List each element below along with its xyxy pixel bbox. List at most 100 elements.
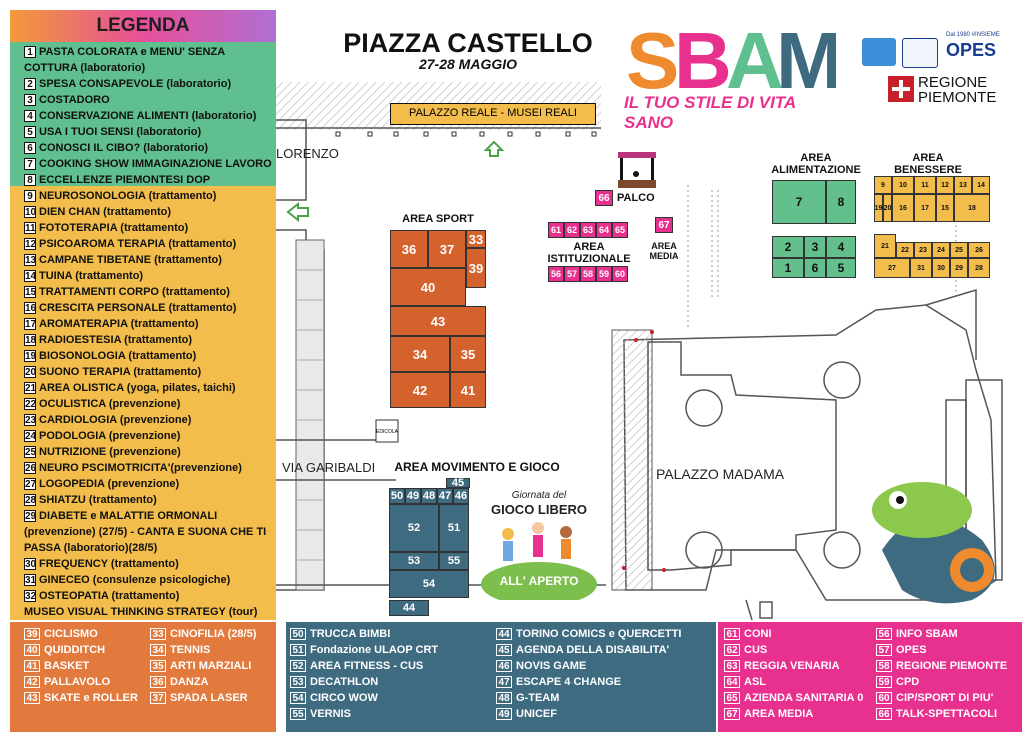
- stand-4: 4: [826, 236, 856, 258]
- stand-6: 6: [804, 258, 826, 278]
- legend-text: AGENDA DELLA DISABILITA': [516, 644, 670, 656]
- stand-12: 12: [936, 176, 954, 194]
- legend-number: 48: [496, 692, 512, 704]
- legend-text: CUS: [744, 644, 768, 656]
- legend-number: 39: [24, 628, 40, 640]
- legend-number: 60: [876, 692, 892, 704]
- logo-letter-s: S: [626, 26, 679, 90]
- legend-number: 12: [24, 238, 37, 250]
- page-title: PIAZZA CASTELLO: [343, 28, 593, 58]
- stand-9: 9: [874, 176, 892, 194]
- legend-number: 28: [24, 494, 37, 506]
- legend-text: AZIENDA SANITARIA 0: [744, 692, 864, 704]
- stand-30: 30: [932, 258, 950, 278]
- legend-text: SHIATZU (trattamento): [39, 494, 157, 506]
- stand-23: 23: [914, 242, 932, 258]
- legend-number: 45: [496, 644, 512, 656]
- edicola-kiosk: [375, 419, 399, 443]
- legend-text: TUINA (trattamento): [39, 270, 144, 282]
- legend-number: 66: [876, 708, 892, 720]
- gioco-libero-line3: ALL' APERTO: [499, 574, 579, 588]
- palazzo-madama-label: PALAZZO MADAMA: [656, 466, 785, 482]
- legend-number: 17: [24, 318, 37, 330]
- legend-title-text: LEGENDA: [96, 15, 190, 36]
- stand-39: 39: [466, 248, 486, 288]
- sport-e-salute-logo: [862, 38, 896, 66]
- stand-42: 42: [390, 372, 450, 408]
- slogan: IL TUO STILE DI VITA SANO: [624, 93, 796, 132]
- legend-text: CAMPANE TIBETANE (trattamento): [39, 254, 222, 266]
- legend-text: BASKET: [44, 660, 90, 672]
- legend-number: 25: [24, 446, 37, 458]
- gioco-libero-line1: Giornata del: [511, 490, 567, 501]
- legend-text: SPADA LASER: [170, 692, 248, 704]
- stand-35: 35: [450, 336, 486, 372]
- legend-number: 47: [496, 676, 512, 688]
- legend-text: TRATTAMENTI CORPO (trattamento): [39, 286, 230, 298]
- legend-number: 29: [24, 510, 37, 522]
- entrance-arrow-up-icon: [483, 140, 505, 157]
- legend-number: 54: [290, 692, 306, 704]
- legend-number: 62: [724, 644, 740, 656]
- stand-45: 45: [446, 477, 470, 489]
- stand-53: 53: [389, 552, 439, 570]
- legend-text: ARTI MARZIALI: [170, 660, 252, 672]
- palco-label: PALCO: [617, 192, 655, 204]
- regione-piemonte-logo: REGIONE PIEMONTE: [918, 75, 996, 105]
- legend-text: ECCELLENZE PIEMONTESI DOP: [39, 174, 211, 186]
- stand-1: 1: [772, 258, 804, 278]
- legend-number: 24: [24, 430, 37, 442]
- stand-54: 54: [389, 570, 469, 598]
- legend-text: INFO SBAM: [896, 628, 958, 640]
- legend-item: MUSEO VISUAL THINKING STRATEGY (tour): [24, 604, 276, 620]
- legend-number: 67: [724, 708, 740, 720]
- legend-text: CPD: [896, 676, 920, 688]
- stand-13: 13: [954, 176, 972, 194]
- regione-text: REGIONE: [918, 74, 988, 91]
- legend-text: TENNIS: [170, 644, 211, 656]
- legend-text: CICLISMO: [44, 628, 98, 640]
- stand-58: 58: [580, 266, 596, 282]
- regione-piemonte-icon: [888, 76, 914, 102]
- stand-62: 62: [564, 222, 580, 238]
- legend-number: 34: [150, 644, 166, 656]
- legend-text: USA I TUOI SENSI (laboratorio): [39, 126, 202, 138]
- stand-33: 33: [466, 230, 486, 248]
- stand-44: 44: [389, 600, 429, 616]
- opes-tagline: Dal 1980 #INSIEME: [946, 32, 1000, 38]
- legend-text: MUSEO VISUAL THINKING STRATEGY (tour): [24, 606, 258, 618]
- legend-text: LOGOPEDIA (prevenzione): [39, 478, 180, 490]
- legend-number: 26: [24, 462, 37, 474]
- stand-14: 14: [972, 176, 990, 194]
- legend-number: 15: [24, 286, 37, 298]
- legend-text: UNICEF: [516, 708, 557, 720]
- legend-number: 59: [876, 676, 892, 688]
- legend-number: 30: [24, 558, 37, 570]
- legend-number: 23: [24, 414, 37, 426]
- stand-51: 51: [439, 504, 469, 552]
